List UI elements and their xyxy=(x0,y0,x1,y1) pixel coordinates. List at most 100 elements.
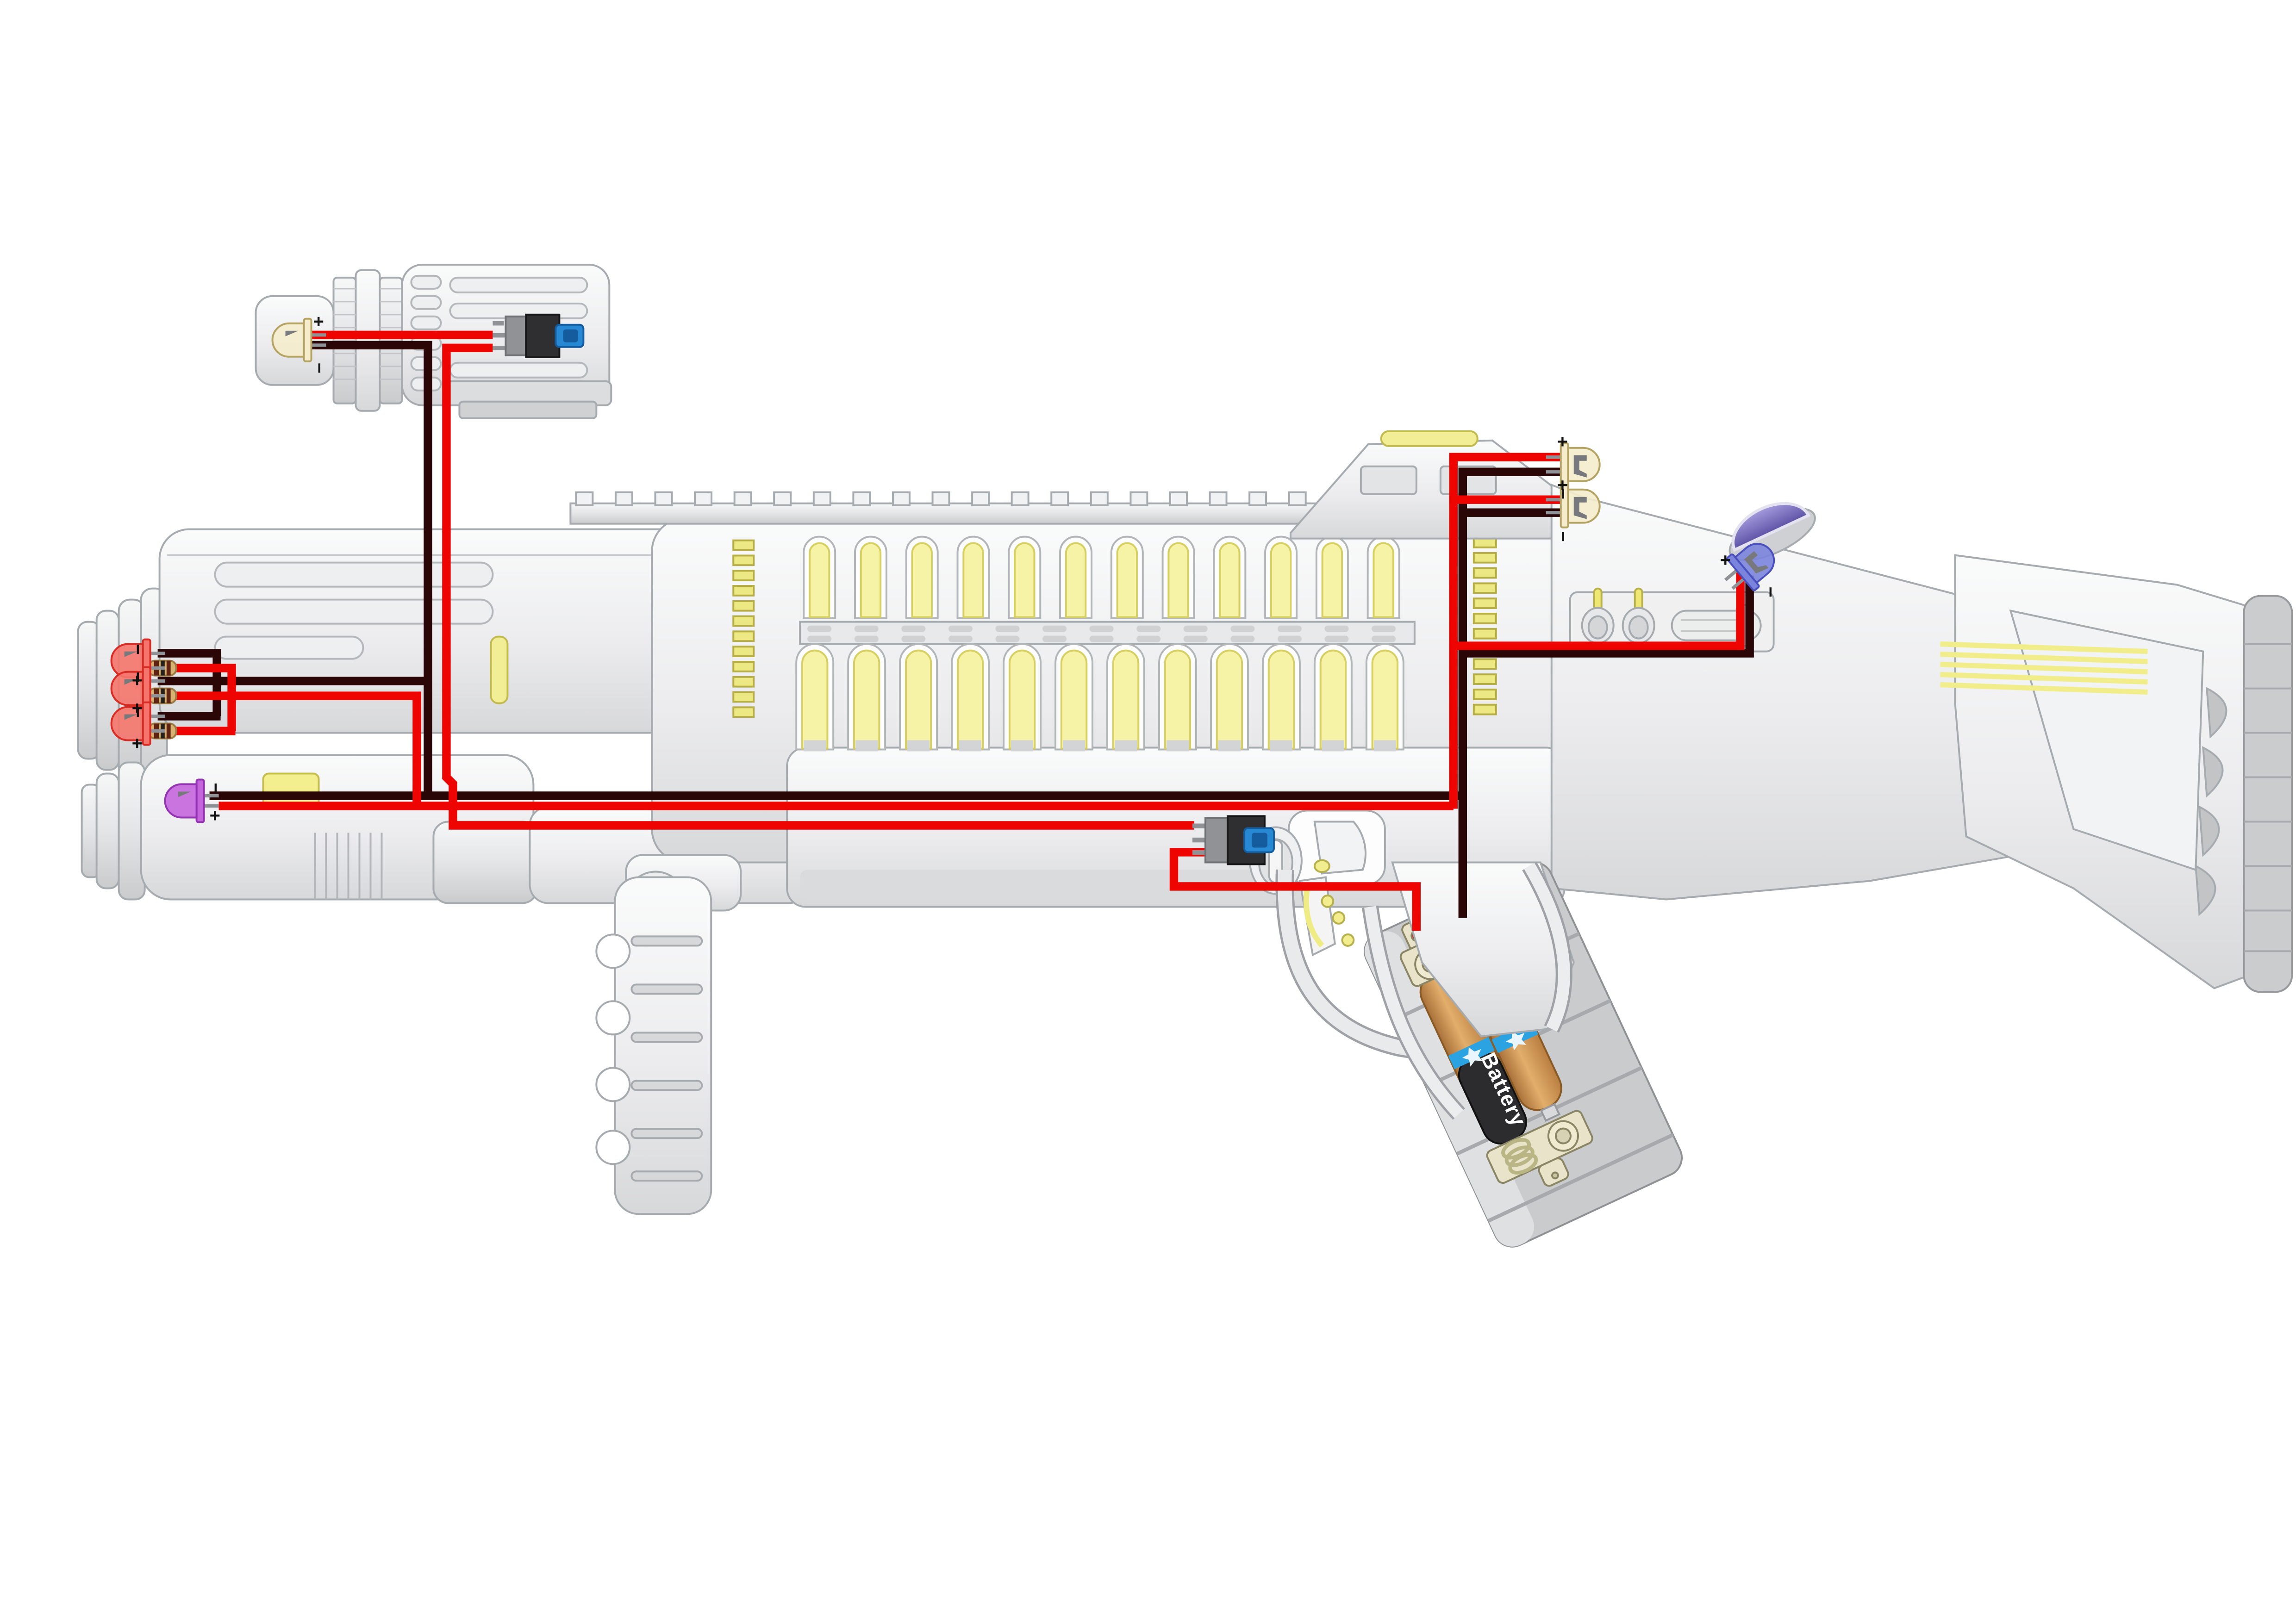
vent-foot xyxy=(855,740,878,752)
strip-slot xyxy=(1372,635,1396,642)
blue-led-plus-wire xyxy=(1453,568,1745,650)
rail-notch xyxy=(1169,491,1188,506)
resistor-1-band-3 xyxy=(166,660,171,676)
vent-lower-glow xyxy=(1267,649,1295,750)
muzzle-red-led-3-plus-label: + xyxy=(132,734,143,754)
vent-upper-glow xyxy=(1014,542,1036,618)
scope-led-plus-label: + xyxy=(313,311,324,332)
rail-notch xyxy=(694,491,713,506)
rail-notch xyxy=(1248,491,1267,506)
ratchet-tooth xyxy=(732,676,755,688)
vent-foot xyxy=(1166,740,1189,752)
vent-lower-glow xyxy=(1371,649,1399,750)
ratchet-tooth xyxy=(1472,658,1497,670)
strip-slot xyxy=(901,625,926,632)
ratchet-tooth xyxy=(1472,552,1497,564)
sight-led-1 xyxy=(1546,442,1601,487)
scope-switch xyxy=(493,313,585,358)
vent-foot xyxy=(1218,740,1241,752)
ratchet-tooth xyxy=(732,570,755,582)
bottom-spring xyxy=(1501,1138,1538,1175)
sight-led-1-reflector xyxy=(1573,455,1587,478)
fan-piece xyxy=(1313,821,1366,875)
rail-notch xyxy=(1209,491,1228,506)
vent-foot xyxy=(1063,740,1086,752)
rail-notch xyxy=(614,491,633,506)
trigger-yellow-dots xyxy=(1321,895,1355,947)
strip-slot xyxy=(807,635,832,642)
main-switch-slider-inner xyxy=(1251,833,1267,848)
resistor-2-band-3 xyxy=(166,688,171,703)
vent-lower-glow xyxy=(1112,649,1140,750)
vent-upper-glow xyxy=(1167,542,1189,618)
ratchet-tooth xyxy=(732,585,755,597)
sight-led-2-reflector xyxy=(1573,497,1587,519)
ratchet-tooth xyxy=(732,539,755,551)
vent-foot xyxy=(907,740,930,752)
scope-switch-slider-inner xyxy=(563,329,578,342)
sight-led-2-minus-label: − xyxy=(1553,531,1573,542)
stock-finger-grooves xyxy=(2195,687,2227,916)
muzzle-red-led-1-reflector xyxy=(124,651,137,657)
blue-led-minus-wire xyxy=(1462,575,1754,658)
battery-minus-riser-wire xyxy=(1458,467,1561,918)
lower-tube-ring-2 xyxy=(95,772,120,889)
ratchet-tooth xyxy=(1472,567,1497,579)
muzzle-red-led-2-minus-label: − xyxy=(128,672,148,683)
barrel-purple-led-plus-label: + xyxy=(210,805,220,826)
vent-upper-glow xyxy=(911,542,933,618)
scope-led-reflector xyxy=(285,330,299,336)
foregrip-scallops xyxy=(595,933,631,1165)
ratchet-tooth xyxy=(1472,597,1497,609)
main-switch-pin-2 xyxy=(1192,837,1206,843)
strip-slot xyxy=(1230,625,1255,632)
scope-led-minus-label: − xyxy=(309,363,330,373)
purple-dome xyxy=(1731,502,1810,552)
cell-2-star xyxy=(1505,1031,1526,1051)
rail-notch xyxy=(733,491,752,506)
stock-yellow-stripes xyxy=(1940,641,2148,695)
vent-foot xyxy=(1115,740,1137,752)
sight-housing xyxy=(1289,430,1579,540)
barrel-purple-led-dome xyxy=(164,783,198,819)
vent-upper-glow xyxy=(860,542,882,618)
vent-foot xyxy=(1373,740,1396,752)
scope-switch-pin-2 xyxy=(493,345,508,350)
barrel-purple-led-flange xyxy=(195,778,205,823)
rail-notch xyxy=(971,491,990,506)
butt-pad-ribs xyxy=(2244,643,2292,952)
scope-collar xyxy=(355,269,381,412)
scope-switch-body xyxy=(525,313,561,358)
vent-lower-glow xyxy=(1060,649,1088,750)
rear-body xyxy=(1550,483,2041,901)
cell-1-star xyxy=(1462,1047,1483,1067)
strip-slot xyxy=(1277,635,1302,642)
polarity-labels: +−+−+−+−+−+−+−+− xyxy=(128,311,1781,826)
vent-upper-glow xyxy=(1065,542,1087,618)
muzzle-red-led-1-minus-label: − xyxy=(128,644,148,655)
sight-led-1-plus-label: + xyxy=(1557,432,1568,452)
ratchet-tooth xyxy=(732,691,755,703)
vent-lower-glow xyxy=(1008,649,1036,750)
ratchet-tooth xyxy=(732,646,755,657)
ratchet-tooth xyxy=(1472,582,1497,594)
scope-module xyxy=(255,263,612,419)
ratchet-tooth xyxy=(732,615,755,627)
muzzle-red-led-2 xyxy=(110,666,165,711)
vent-lower-glow xyxy=(801,649,829,750)
vent-foot xyxy=(959,740,982,752)
indicator-blue-led-reflector xyxy=(1744,551,1769,574)
strip-slot xyxy=(1089,625,1114,632)
knob-2-inner xyxy=(1628,615,1649,640)
strip-slot xyxy=(1183,625,1208,632)
vent-row-lower xyxy=(795,643,1404,752)
rail-notch xyxy=(1090,491,1109,506)
rail-notch xyxy=(1011,491,1029,506)
strip-slot xyxy=(1042,635,1067,642)
main-switch-bracket xyxy=(1204,817,1229,864)
cell-2-nipple xyxy=(1540,1103,1561,1122)
rail-notch xyxy=(892,491,911,506)
yellow-ratchet-front xyxy=(732,539,755,718)
fan-yellow-dot xyxy=(1313,859,1330,873)
vent-row-upper xyxy=(803,535,1400,619)
